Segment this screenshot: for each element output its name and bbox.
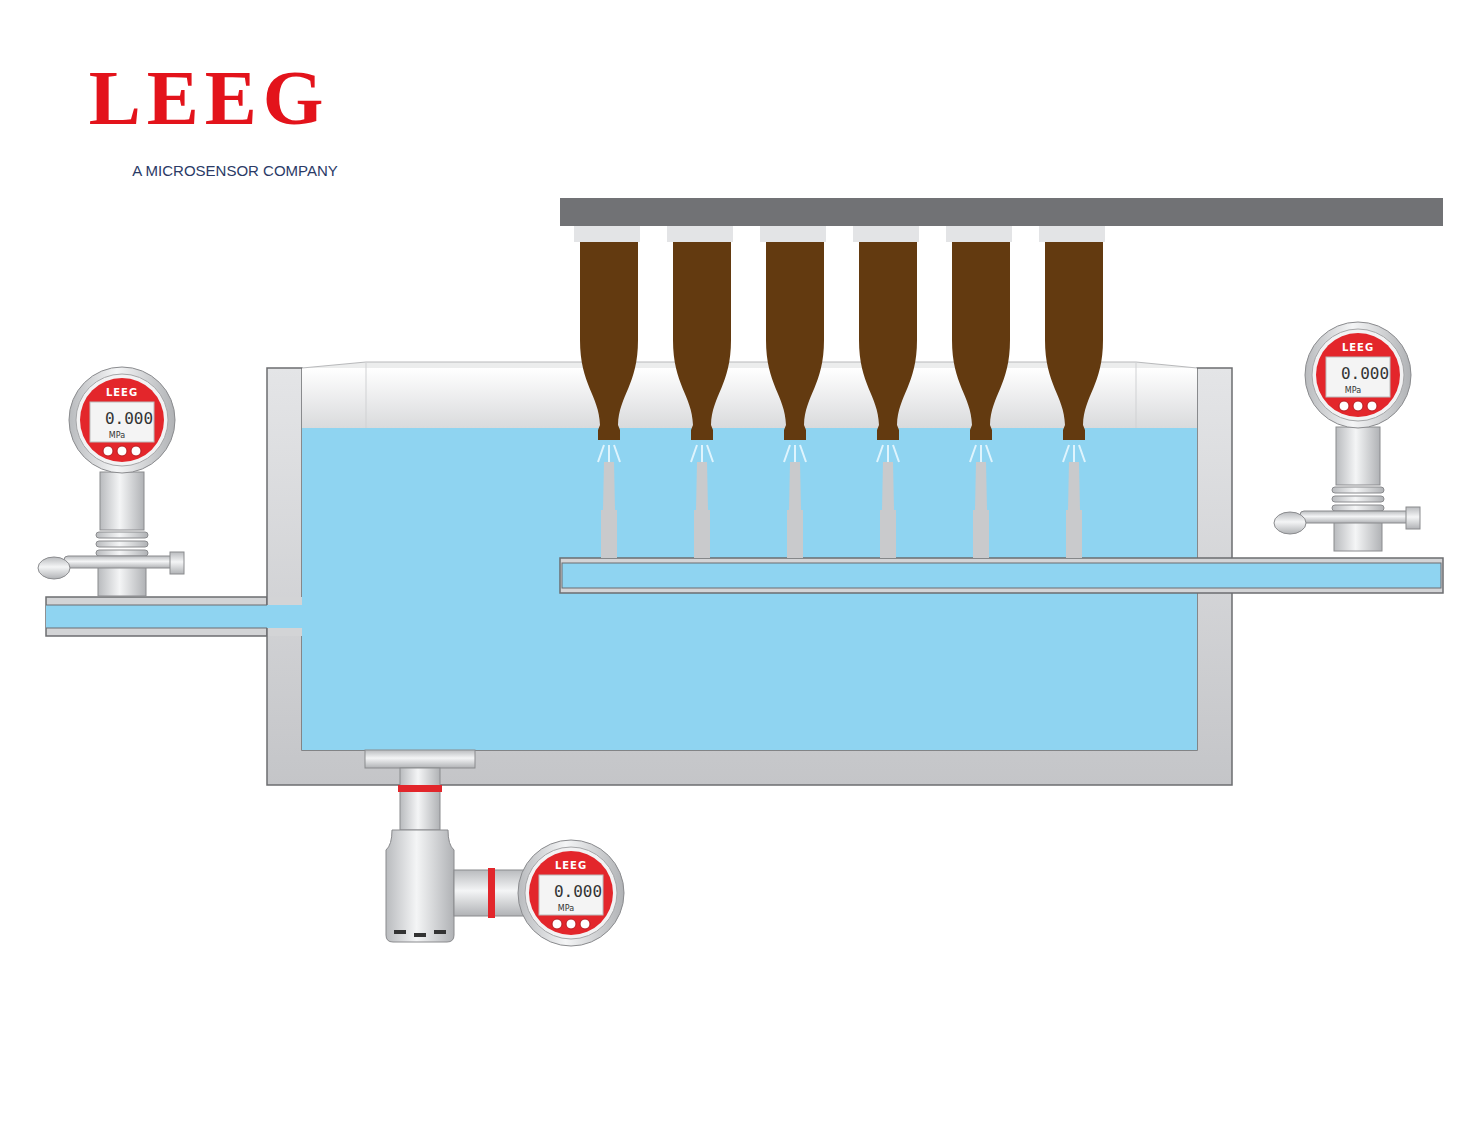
nozzle-tip <box>882 462 894 510</box>
nozzle-body <box>1066 510 1082 558</box>
nozzle-body <box>601 510 617 558</box>
nozzle-tip <box>789 462 801 510</box>
gauge-face <box>80 378 164 462</box>
bottle-holder <box>1039 226 1105 242</box>
nozzle-tip <box>1068 462 1080 510</box>
gauge-button <box>1367 401 1377 411</box>
inlet-water <box>46 605 303 628</box>
bottle-holder <box>946 226 1012 242</box>
logo-wordmark: LEEG <box>89 59 330 137</box>
gauge-face <box>529 851 613 935</box>
clamp-bolt <box>1406 507 1420 529</box>
red-ring <box>398 785 442 792</box>
bottle <box>859 242 917 440</box>
tri-clamp <box>1300 511 1416 523</box>
nozzle-tip <box>975 462 987 510</box>
gauge-bellows <box>1332 487 1384 493</box>
gauge-bezel <box>76 374 168 466</box>
gauge-bellows <box>1332 505 1384 511</box>
gauge-button <box>566 919 576 929</box>
lcd-window <box>539 875 603 915</box>
nozzle-body <box>787 510 803 558</box>
gauge-button <box>580 919 590 929</box>
gauge-bezel <box>525 847 617 939</box>
bottle-holder <box>574 226 640 242</box>
gauge-case <box>69 367 175 473</box>
spray-jet <box>970 445 992 462</box>
tri-clamp <box>64 556 180 568</box>
gauge-case <box>1305 322 1411 428</box>
nozzle-body <box>880 510 896 558</box>
spray-jet <box>877 445 899 462</box>
nozzle-tip <box>603 462 615 510</box>
gauge-bellows <box>96 550 148 556</box>
logo-tagline: A MICROSENSOR COMPANY <box>132 163 338 178</box>
gauge-stem <box>100 472 144 530</box>
gauge-brand: LEEG <box>555 861 587 871</box>
gauge-button <box>1353 401 1363 411</box>
bottle-holder <box>760 226 826 242</box>
gauge-group <box>38 322 1420 946</box>
gauge-unit: MPa <box>1345 387 1361 395</box>
gauge-stem <box>1336 427 1380 485</box>
gauge-face <box>1316 333 1400 417</box>
rim-edge <box>366 362 367 430</box>
bottle <box>1045 242 1103 440</box>
gauge-unit: MPa <box>558 905 574 913</box>
lcd-window <box>1326 357 1390 397</box>
bottle <box>673 242 731 440</box>
gauge-button <box>117 446 127 456</box>
gauge-reading: 0.000 <box>105 411 153 427</box>
drain-stem <box>400 768 440 830</box>
nozzle-tip <box>696 462 708 510</box>
gauge-bezel <box>1312 329 1404 421</box>
clamp-bolt <box>170 552 184 574</box>
gauge-case <box>518 840 624 946</box>
clamp-wing <box>1274 512 1306 534</box>
lcd-window <box>90 402 154 442</box>
spray-jet <box>784 445 806 462</box>
gauge-reading: 0.000 <box>1341 366 1389 382</box>
gauge-bellows <box>96 541 148 547</box>
conveyor-bar <box>560 198 1443 226</box>
gauge-brand: LEEG <box>1342 343 1374 353</box>
bottle <box>766 242 824 440</box>
gauge-unit: MPa <box>109 432 125 440</box>
red-ring <box>488 868 495 918</box>
spray-jet <box>691 445 713 462</box>
nozzle-group <box>598 445 1085 558</box>
spray-manifold <box>560 558 1443 593</box>
gauge-bellows <box>96 532 148 538</box>
spray-jet <box>1063 445 1085 462</box>
gauge-button <box>131 446 141 456</box>
clamp-wing <box>38 557 70 579</box>
rim-edge <box>1136 362 1137 430</box>
bottle-group <box>574 226 1105 440</box>
gauge-button <box>552 919 562 929</box>
gauge-button <box>1339 401 1349 411</box>
nozzle-body <box>973 510 989 558</box>
elbow-housing <box>386 830 454 942</box>
bottle-holder <box>853 226 919 242</box>
gauge-brand: LEEG <box>106 388 138 398</box>
gauge-button <box>103 446 113 456</box>
bottle-holder <box>667 226 733 242</box>
bottle <box>580 242 638 440</box>
gauge-bellows <box>1332 496 1384 502</box>
spray-jet <box>598 445 620 462</box>
bottle <box>952 242 1010 440</box>
gauge-reading: 0.000 <box>554 884 602 900</box>
manifold-water <box>562 563 1441 588</box>
drain-flange <box>365 750 475 768</box>
nozzle-body <box>694 510 710 558</box>
